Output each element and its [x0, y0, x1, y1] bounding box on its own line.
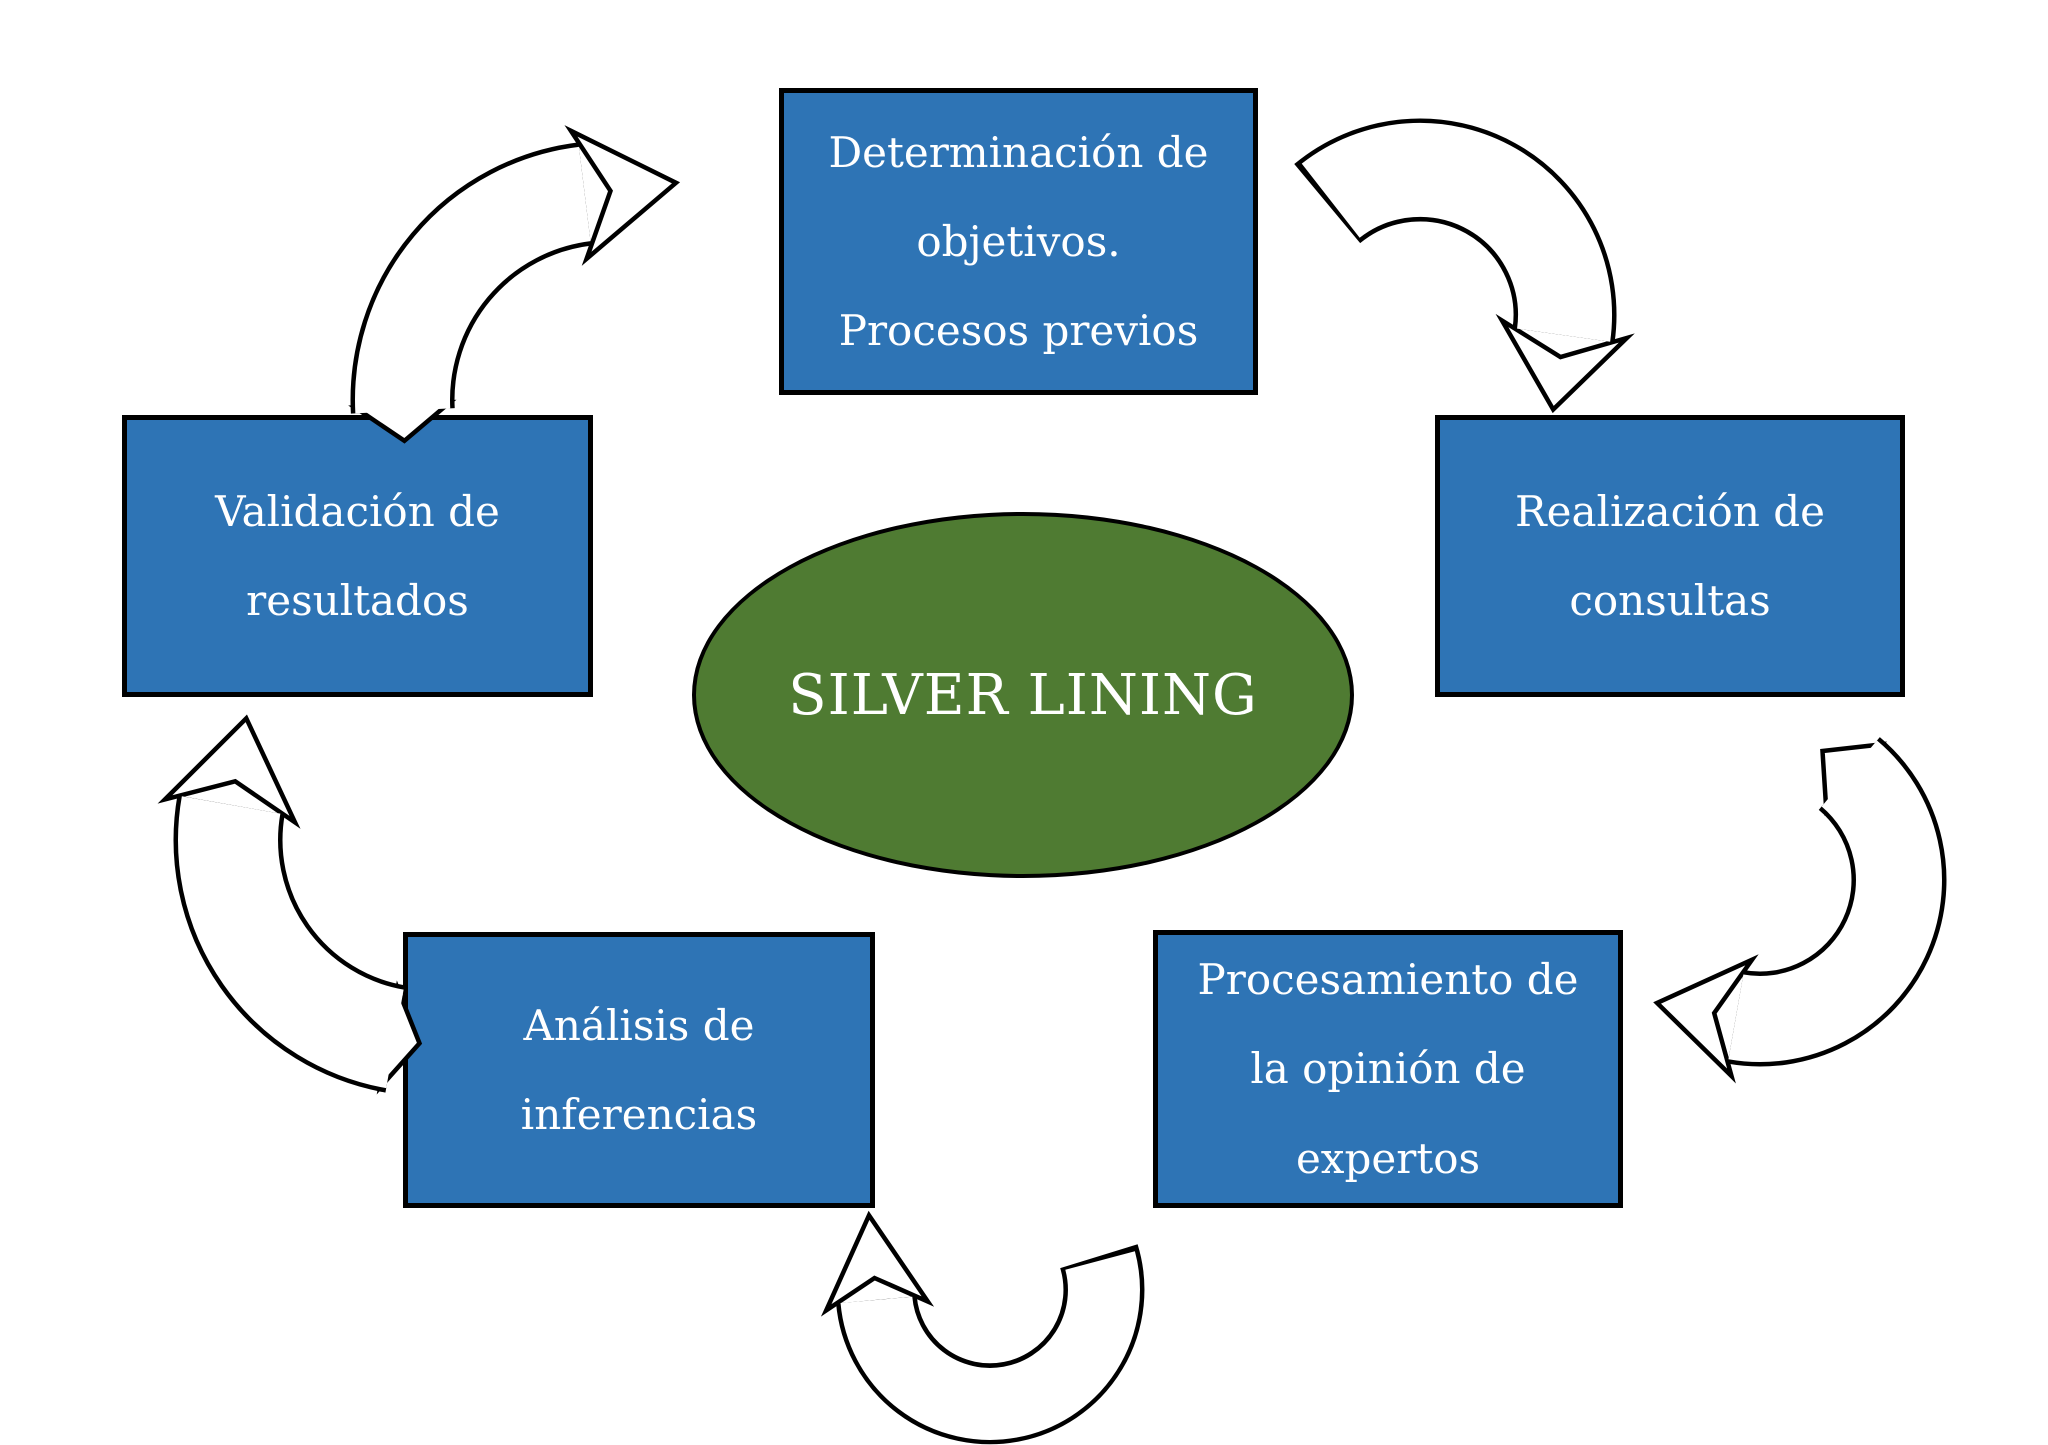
arrow-head	[564, 125, 681, 266]
arrow-head	[820, 1210, 935, 1317]
process-box-analisis-inferencias: Análisis de inferencias	[403, 932, 875, 1208]
arrow-band-outline	[1294, 118, 1617, 343]
process-box-label: Determinación de objetivos. Procesos pre…	[828, 127, 1209, 356]
arrow-band-outline	[350, 142, 593, 414]
process-box-procesamiento-opinion: Procesamiento de la opinión de expertos	[1153, 930, 1623, 1208]
process-box-label: Procesamiento de la opinión de expertos	[1197, 955, 1579, 1183]
arrow-tail-point	[1820, 741, 1887, 817]
arrow-head	[157, 714, 301, 829]
process-box-determinacion-objetivos: Determinación de objetivos. Procesos pre…	[779, 88, 1258, 395]
curved-arrow-top-to-right	[1294, 118, 1635, 414]
center-ellipse-label: SILVER LINING	[788, 662, 1258, 728]
process-box-label: Realización de consultas	[1515, 486, 1825, 625]
curved-arrow-right-to-bottom-right	[1653, 737, 1947, 1084]
process-box-realizacion-consultas: Realización de consultas	[1435, 415, 1905, 697]
center-ellipse-silver-lining: SILVER LINING	[692, 512, 1354, 878]
arrow-band-outline	[836, 1244, 1145, 1445]
arrow-band	[1728, 740, 1942, 1062]
curved-arrow-left-to-top	[348, 125, 681, 444]
arrow-band	[178, 796, 405, 1089]
curved-arrow-bottom-left-to-left	[157, 714, 423, 1095]
process-box-validacion-resultados: Validación de resultados	[122, 415, 593, 697]
arrow-band-outline	[1727, 737, 1947, 1067]
arrow-head	[1495, 313, 1635, 414]
arrow-head	[1653, 954, 1759, 1084]
curved-arrow-bottom-right-to-bottom-left	[820, 1210, 1145, 1445]
arrow-band	[1301, 122, 1613, 342]
process-box-label: Análisis de inferencias	[520, 1000, 758, 1139]
process-box-label: Validación de resultados	[215, 486, 500, 625]
arrow-band	[355, 146, 592, 414]
arrow-band	[840, 1251, 1140, 1440]
arrow-band-outline	[173, 795, 406, 1093]
